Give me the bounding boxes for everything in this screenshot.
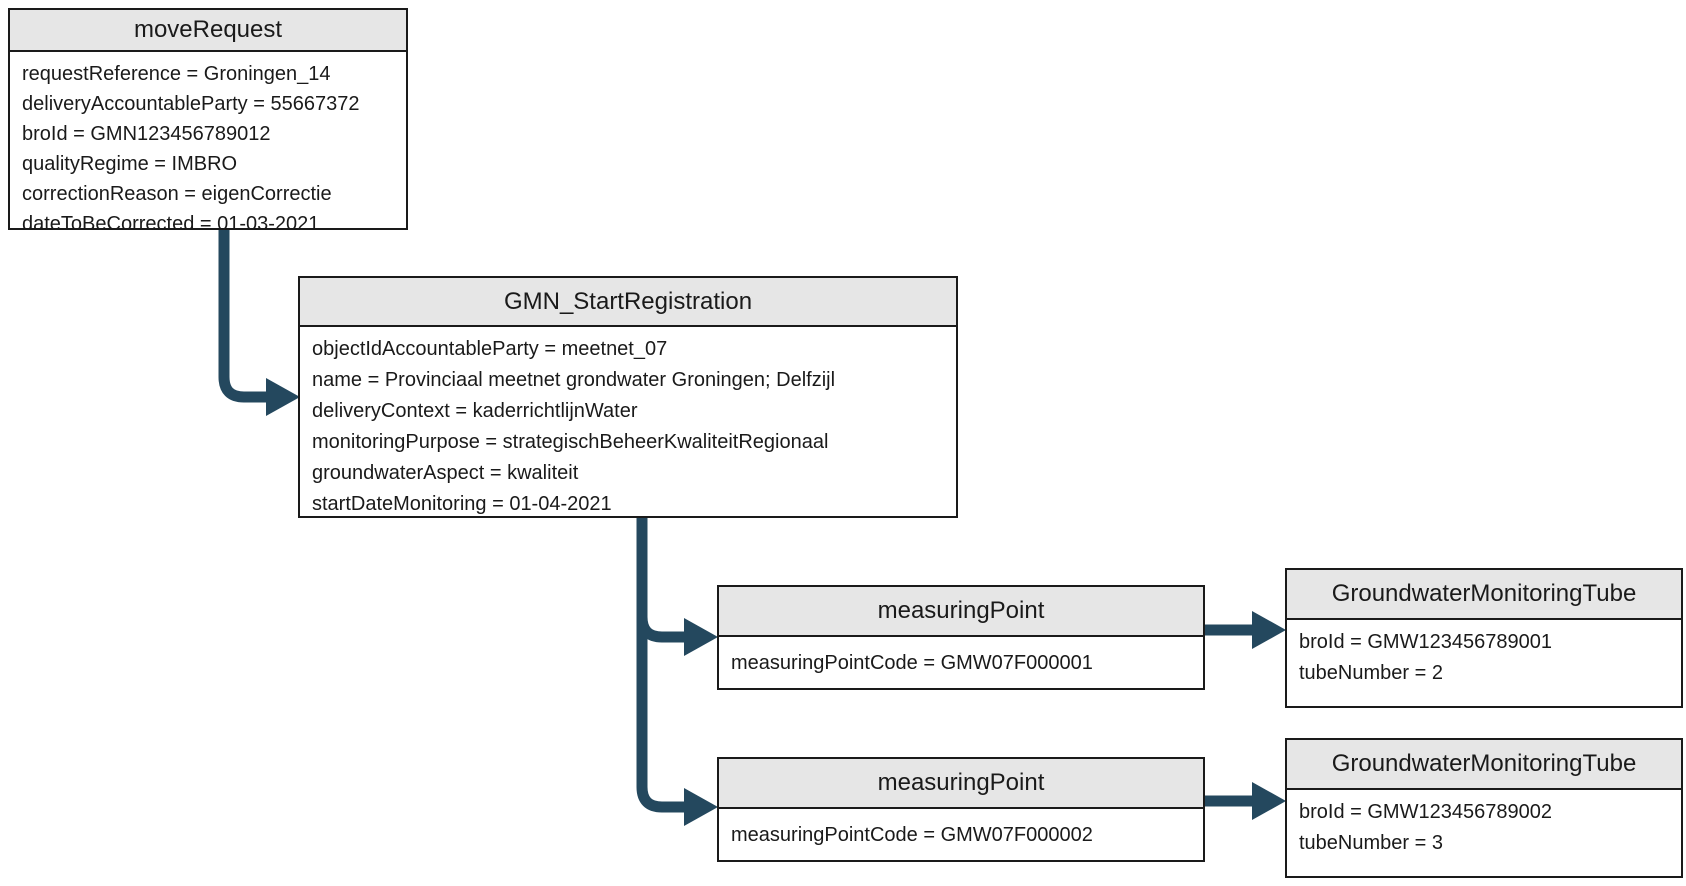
arrowhead-gmn-to-measuringpoint-2: [684, 788, 718, 826]
node-measuring-point-2: measuringPoint measuringPointCode = GMW0…: [717, 757, 1205, 862]
attribute-line: monitoringPurpose = strategischBeheerKwa…: [312, 431, 829, 453]
node-gmn-start-registration-title: GMN_StartRegistration: [300, 278, 956, 327]
attribute-line: objectIdAccountableParty = meetnet_07: [312, 338, 668, 360]
attribute-line: qualityRegime = IMBRO: [22, 153, 238, 175]
node-measuring-point-1-title: measuringPoint: [719, 587, 1203, 637]
attribute-line: groundwaterAspect = kwaliteit: [312, 462, 579, 484]
node-groundwater-monitoring-tube-2-body: broId = GMW123456789002 tubeNumber = 3: [1287, 790, 1681, 866]
attribute-line: dateToBeCorrected = 01-03-2021: [22, 213, 320, 235]
attribute-line: tubeNumber = 2: [1299, 662, 1443, 684]
attribute-line: name = Provinciaal meetnet grondwater Gr…: [312, 369, 836, 391]
attribute-line: measuringPointCode = GMW07F000001: [731, 652, 1093, 674]
arrowhead-gmn-to-measuringpoint-1: [684, 618, 718, 656]
node-measuring-point-1-body: measuringPointCode = GMW07F000001: [719, 637, 1203, 685]
attribute-line: deliveryContext = kaderrichtlijnWater: [312, 400, 638, 422]
connector-moverequest-to-gmn: [218, 230, 266, 403]
node-groundwater-monitoring-tube-2: GroundwaterMonitoringTube broId = GMW123…: [1285, 738, 1683, 878]
node-measuring-point-2-body: measuringPointCode = GMW07F000002: [719, 809, 1203, 857]
node-groundwater-monitoring-tube-1-body: broId = GMW123456789001 tubeNumber = 2: [1287, 620, 1681, 696]
node-groundwater-monitoring-tube-1: GroundwaterMonitoringTube broId = GMW123…: [1285, 568, 1683, 708]
arrowhead-moverequest-to-gmn: [266, 378, 300, 416]
attribute-line: deliveryAccountableParty = 55667372: [22, 93, 360, 115]
attribute-line: broId = GMW123456789001: [1299, 631, 1552, 653]
attribute-line: requestReference = Groningen_14: [22, 63, 331, 85]
attribute-line: correctionReason = eigenCorrectie: [22, 183, 332, 205]
attribute-line: measuringPointCode = GMW07F000002: [731, 824, 1093, 846]
attribute-line: broId = GMN123456789012: [22, 123, 271, 145]
node-move-request-title: moveRequest: [10, 10, 406, 52]
node-groundwater-monitoring-tube-2-title: GroundwaterMonitoringTube: [1287, 740, 1681, 790]
node-measuring-point-2-title: measuringPoint: [719, 759, 1203, 809]
node-move-request: moveRequest requestReference = Groningen…: [8, 8, 408, 235]
connector-gmn-to-measuringpoint-2: [636, 518, 684, 813]
connector-gmn-to-measuringpoint-1: [636, 608, 684, 643]
node-gmn-start-registration-body: objectIdAccountableParty = meetnet_07 na…: [300, 327, 956, 527]
attribute-line: broId = GMW123456789002: [1299, 801, 1552, 823]
node-groundwater-monitoring-tube-1-title: GroundwaterMonitoringTube: [1287, 570, 1681, 620]
arrowhead-measuringpoint-1-to-tube-1: [1252, 611, 1286, 649]
node-move-request-body: requestReference = Groningen_14 delivery…: [10, 52, 406, 246]
node-measuring-point-1: measuringPoint measuringPointCode = GMW0…: [717, 585, 1205, 690]
attribute-line: tubeNumber = 3: [1299, 832, 1443, 854]
attribute-line: startDateMonitoring = 01-04-2021: [312, 493, 612, 515]
arrowhead-measuringpoint-2-to-tube-2: [1252, 782, 1286, 820]
node-gmn-start-registration: GMN_StartRegistration objectIdAccountabl…: [298, 276, 958, 518]
